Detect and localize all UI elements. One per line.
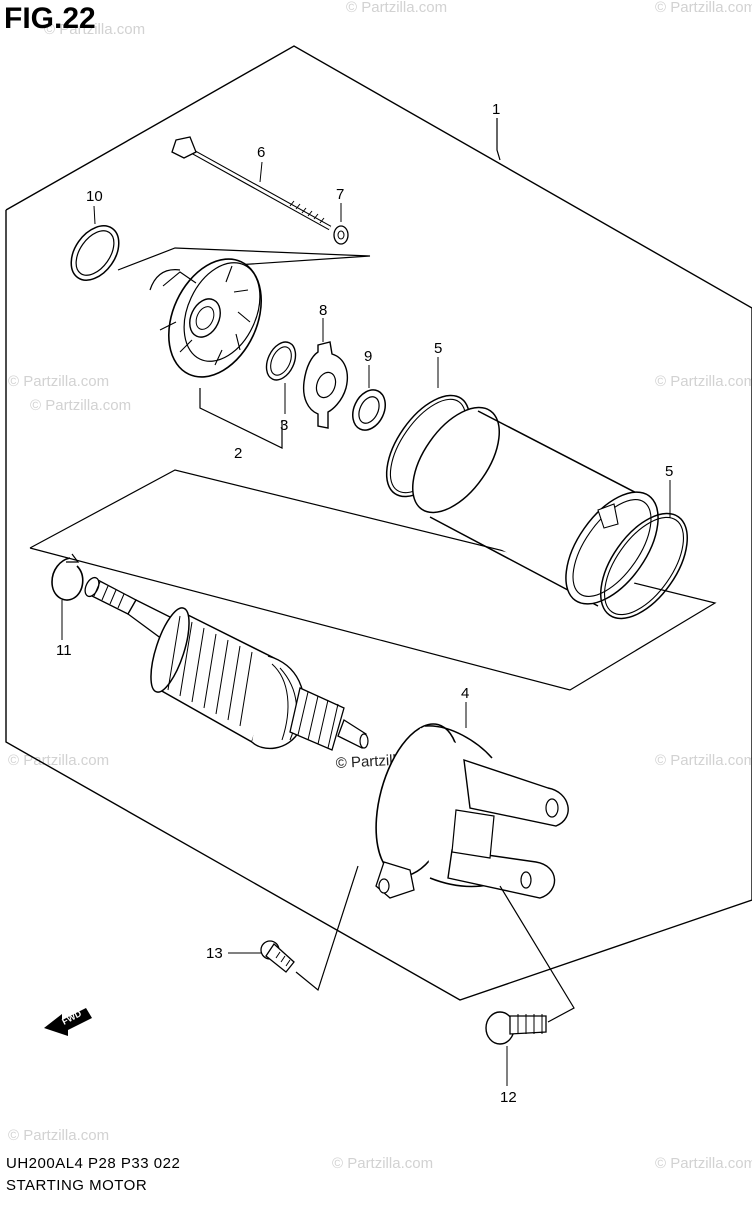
washer-9 (352, 365, 386, 431)
brush-plate (302, 318, 349, 429)
o-ring-5-right (599, 480, 689, 620)
callout-labels: 1 2 3 4 5 5 6 7 8 9 10 11 12 13 (56, 101, 673, 1106)
watermark: © Partzilla.com (655, 1155, 752, 1172)
callout-1: 1 (492, 101, 500, 118)
callout-8: 8 (319, 302, 327, 319)
callout-6: 6 (257, 144, 265, 161)
through-bolt (171, 136, 332, 231)
o-ring-10 (70, 205, 120, 281)
assembly-outline (5, 45, 752, 1001)
callout-10: 10 (86, 188, 103, 205)
bracket-line (117, 247, 371, 271)
callout-12: 12 (500, 1089, 517, 1106)
callout-11: 11 (56, 642, 72, 659)
armature (84, 576, 369, 751)
callout-5b: 5 (665, 463, 673, 480)
callout-9: 9 (364, 348, 372, 365)
rear-housing (149, 258, 263, 378)
callout-4: 4 (461, 685, 469, 702)
front-housing (375, 702, 569, 899)
watermark: © Partzilla.com (332, 1155, 433, 1172)
callout-3: 3 (280, 417, 288, 434)
bolt-13 (228, 940, 295, 973)
figure-title: FIG.22 (4, 2, 96, 35)
watermark: © Partzilla.com (8, 752, 109, 769)
watermark: © Partzilla.com (8, 373, 109, 390)
watermark-layer: © Partzilla.com © Partzilla.com © Partzi… (8, 0, 752, 1172)
watermark: © Partzilla.com (44, 21, 145, 38)
circlip (51, 553, 84, 640)
watermark: © Partzilla.com (8, 1127, 109, 1144)
leader-line (295, 865, 359, 992)
bolt-12 (485, 1011, 547, 1086)
watermark: © Partzilla.com (30, 397, 131, 414)
o-ring-3 (265, 341, 297, 414)
callout-2: 2 (234, 445, 242, 462)
figure-caption: STARTING MOTOR (6, 1177, 148, 1194)
armature-outline (29, 469, 717, 691)
watermark: © Partzilla.com (655, 752, 752, 769)
bracket-line (199, 388, 283, 449)
washer-7 (333, 203, 349, 245)
model-code: UH200AL4 P28 P33 022 (6, 1155, 181, 1172)
watermark: © Partzilla.com (655, 373, 752, 390)
yoke-housing (411, 406, 670, 612)
leader-line (499, 885, 575, 1023)
leader-line (496, 118, 501, 161)
fwd-direction-arrow: FWD (44, 1008, 92, 1036)
callout-7: 7 (336, 186, 344, 203)
callout-5a: 5 (434, 340, 442, 357)
watermark: © Partzilla.com (655, 0, 752, 16)
callout-13: 13 (206, 945, 223, 962)
watermark: © Partzilla.com (346, 0, 447, 16)
